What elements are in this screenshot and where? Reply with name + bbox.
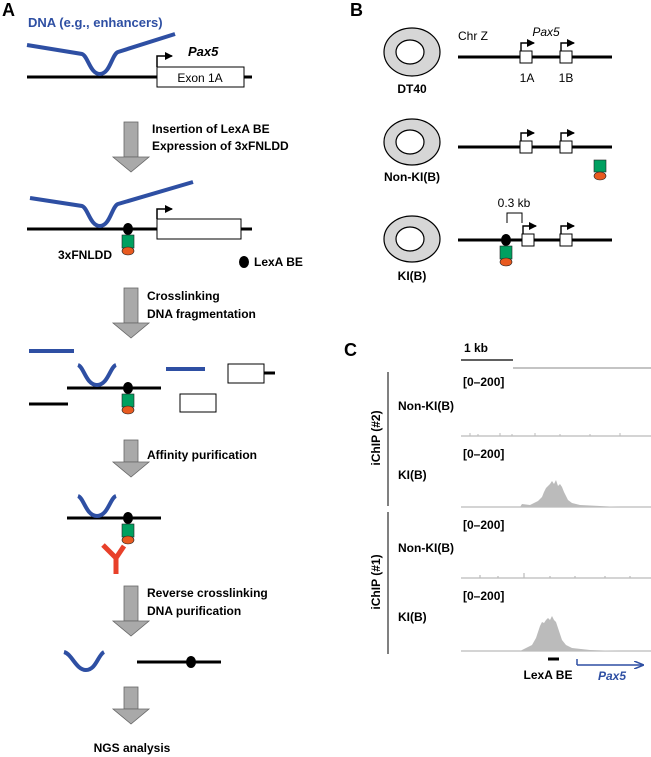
step1-line2: Expression of 3xFNLDD — [152, 139, 289, 153]
track1-label: Non-KI(B) — [398, 399, 454, 413]
step4-line1: Reverse crosslinking — [147, 586, 268, 600]
exon1a-label: Exon 1A — [177, 71, 222, 85]
pax5-label-c: Pax5 — [598, 669, 626, 683]
track4-range: [0–200] — [463, 589, 504, 603]
exon1a-box — [156, 66, 245, 88]
pax5-label-b: Pax5 — [532, 25, 560, 39]
fusion-orange — [121, 246, 135, 256]
track3-label: Non-KI(B) — [398, 541, 454, 555]
step-arrow-1 — [111, 121, 151, 173]
step0-diagram: Exon 1A Pax5 — [26, 32, 252, 88]
track1-range: [0–200] — [463, 375, 504, 389]
lexa-be-label-c: LexA BE — [524, 668, 573, 682]
track3-range: [0–200] — [463, 518, 504, 532]
distance-label: 0.3 kb — [498, 196, 531, 210]
step4-diagram — [63, 650, 221, 673]
track2-signal — [461, 480, 651, 508]
cell-dt40-label: DT40 — [397, 82, 427, 96]
lexa-be-dot — [123, 223, 133, 235]
step3-diagram — [67, 494, 161, 574]
dna-label: DNA (e.g., enhancers) — [28, 15, 163, 30]
panel-c-letter: C — [344, 340, 357, 360]
exon-1b-label: 1B — [559, 71, 574, 85]
be-legend-label: LexA BE — [254, 255, 303, 269]
enhancer-dna — [26, 32, 176, 77]
track4-label: KI(B) — [398, 610, 427, 624]
track4-signal — [461, 616, 651, 652]
fusion-label: 3xFNLDD — [58, 248, 112, 262]
scale-label: 1 kb — [464, 341, 488, 355]
track2-label: KI(B) — [398, 468, 427, 482]
step2-line1: Crosslinking — [147, 289, 220, 303]
final-label: NGS analysis — [94, 741, 171, 755]
dt40-locus — [458, 39, 612, 64]
step2-diagram — [29, 349, 275, 415]
cell-nonki-icon — [383, 118, 441, 166]
group1-label: iChIP (#1) — [369, 554, 383, 609]
chr-z-label: Chr Z — [458, 29, 488, 43]
step-arrow-2 — [111, 287, 151, 339]
exon-1a-label: 1A — [520, 71, 535, 85]
step4-line2: DNA purification — [147, 604, 241, 618]
track3-signal — [461, 573, 651, 579]
tss-arrow — [156, 52, 173, 67]
step3-label: Affinity purification — [147, 448, 257, 462]
antibody-icon — [101, 543, 127, 574]
step1-diagram — [27, 180, 252, 256]
cell-ki-label: KI(B) — [398, 269, 427, 283]
ki-locus — [458, 212, 612, 267]
pax5-label-a: Pax5 — [188, 44, 219, 59]
step1-line1: Insertion of LexA BE — [152, 122, 270, 136]
step-arrow-3 — [111, 439, 151, 478]
cell-dt40-icon — [383, 27, 441, 77]
cell-nonki-label: Non-KI(B) — [384, 170, 440, 184]
cell-ki-icon — [383, 215, 441, 263]
track2-range: [0–200] — [463, 447, 504, 461]
panel-a-letter: A — [2, 0, 15, 20]
step-arrow-5 — [111, 686, 151, 725]
group2-label: iChIP (#2) — [369, 410, 383, 465]
be-legend-dot — [239, 256, 249, 268]
step2-line2: DNA fragmentation — [147, 307, 256, 321]
track1-signal — [461, 433, 651, 437]
step-arrow-4 — [111, 585, 151, 637]
panel-b-letter: B — [350, 0, 363, 20]
fusion-green — [121, 234, 135, 249]
nonki-locus — [458, 129, 612, 181]
